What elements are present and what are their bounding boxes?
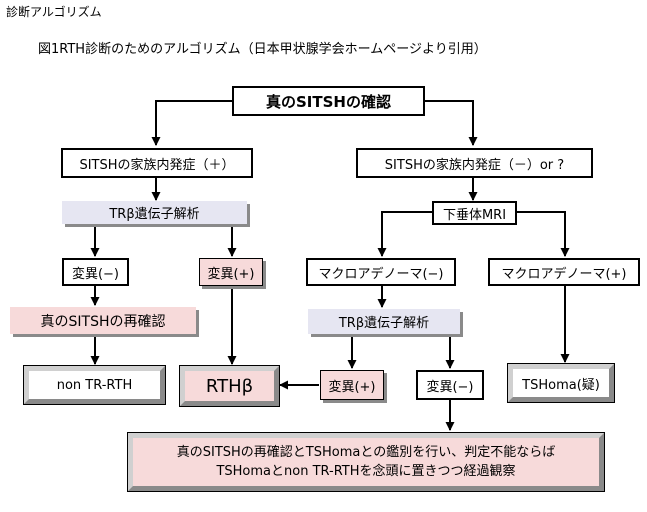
mutation-positive-left-box: 変異(+) — [199, 258, 263, 286]
rth-beta-box: RTHβ — [179, 365, 280, 407]
trb-analysis-right-box: TRβ遺伝子解析 — [308, 309, 460, 334]
pituitary-mri-box: 下垂体MRI — [432, 201, 517, 225]
mutation-negative-right-box: 変異(−) — [416, 370, 484, 400]
final-line-2: TSHomaとnon TR-RTHを念頭に置きつつ経過観察 — [216, 464, 516, 479]
confirm-sitsh-box: 真のSITSHの確認 — [232, 86, 425, 116]
arrow-to-family-neg — [425, 100, 478, 146]
arrow-to-macro-pos — [517, 211, 570, 257]
mutation-negative-left-box: 変異(−) — [62, 258, 129, 286]
reconfirm-sitsh-box: 真のSITSHの再確認 — [10, 307, 196, 334]
macroadenoma-positive-box: マクロアデノーマ(+) — [488, 258, 640, 286]
tshoma-suspected-box: TSHoma(疑) — [507, 363, 615, 403]
mutation-positive-right-box: 変異(+) — [320, 370, 384, 400]
final-line-1: 真のSITSHの再確認とTSHomaとの鑑別を行い、判定不能ならば — [176, 445, 556, 460]
arrow-to-macro-neg — [377, 211, 432, 257]
macroadenoma-negative-box: マクロアデノーマ(−) — [306, 258, 456, 286]
non-tr-rth-box: non TR-RTH — [23, 365, 166, 405]
arrow-to-family-pos — [151, 100, 232, 146]
trb-analysis-left-box: TRβ遺伝子解析 — [62, 201, 247, 224]
family-onset-positive-box: SITSHの家族内発症（＋） — [61, 148, 253, 178]
page-heading: 診断アルゴリズム — [6, 5, 102, 19]
figure-caption: 図1RTH診断のためのアルゴリズム（日本甲状腺学会ホームページより引用） — [38, 42, 487, 57]
family-onset-negative-box: SITSHの家族内発症（－）or ? — [356, 148, 593, 178]
final-recommendation-box: 真のSITSHの再確認とTSHomaとの鑑別を行い、判定不能ならば TSHoma… — [127, 432, 605, 492]
